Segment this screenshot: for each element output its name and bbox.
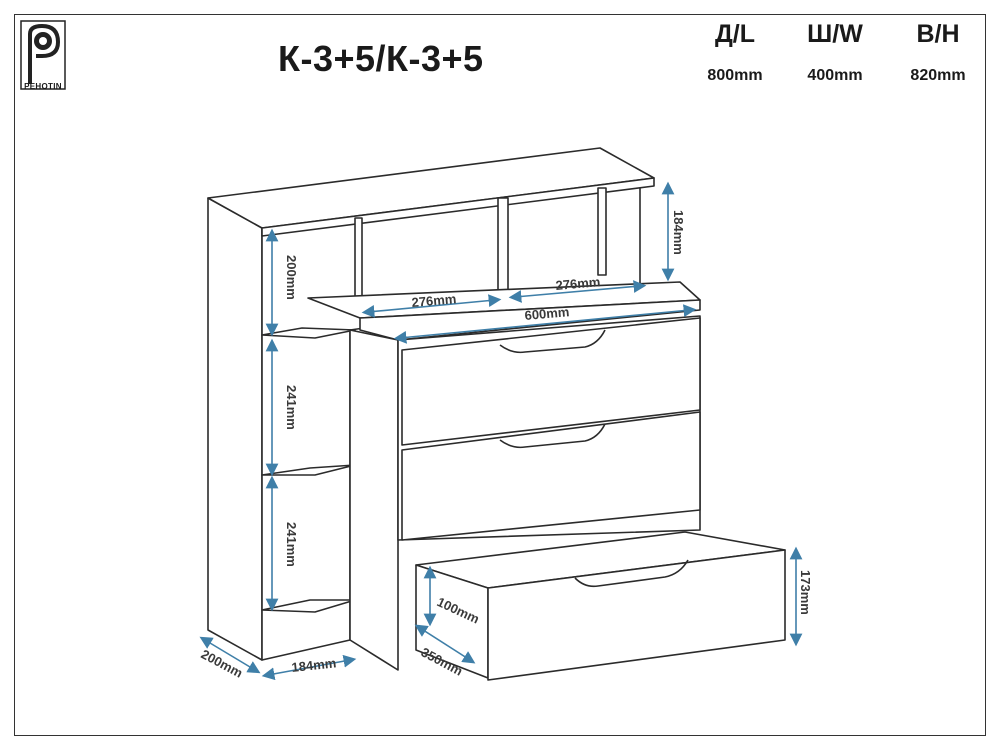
- label-shelf-241-a: 241mm: [284, 385, 299, 430]
- length-value: 800mm: [707, 67, 763, 84]
- width-spec: Ш/W 400mm: [790, 20, 880, 85]
- pehotin-logo-icon: [20, 20, 66, 90]
- product-title: К-3+5/К-3+5: [278, 38, 484, 79]
- logo-text: PEHOTIN: [24, 82, 62, 91]
- label-shelf-241-b: 241mm: [284, 522, 299, 567]
- label-side-width: 184mm: [291, 655, 337, 675]
- height-value: 820mm: [910, 67, 966, 84]
- label-top-shelf-height: 184mm: [671, 210, 686, 255]
- length-header: Д/L: [714, 20, 756, 48]
- label-drawer-front-height: 173mm: [798, 570, 813, 615]
- drawing-frame: [14, 14, 986, 736]
- label-niche-left: 276mm: [411, 291, 457, 310]
- height-spec: В/Н 820mm: [893, 20, 983, 85]
- dimension-lines: [199, 181, 803, 681]
- label-shelf-200: 200mm: [284, 255, 299, 300]
- label-chest-width: 600mm: [524, 304, 570, 323]
- width-value: 400mm: [807, 67, 863, 84]
- label-side-depth: 200mm: [199, 646, 246, 680]
- length-spec: Д/L 800mm: [690, 20, 780, 85]
- height-header: В/Н: [916, 20, 960, 48]
- width-header: Ш/W: [807, 20, 863, 48]
- label-niche-right: 276mm: [555, 274, 601, 293]
